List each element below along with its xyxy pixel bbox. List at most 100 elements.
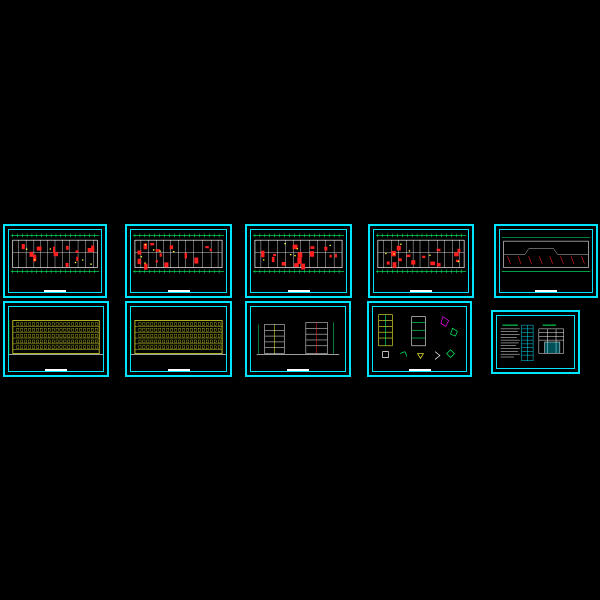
- column-fill: [144, 263, 148, 270]
- window: [154, 333, 158, 338]
- annotation-mark: [457, 260, 460, 263]
- column-fill: [76, 256, 79, 261]
- window: [217, 333, 221, 338]
- annotation-mark: [296, 247, 299, 250]
- sheet-details[interactable]: [367, 301, 472, 377]
- annotation-mark: [284, 242, 286, 245]
- window: [79, 333, 82, 338]
- window: [202, 333, 205, 338]
- column-fill: [271, 256, 275, 263]
- window: [83, 328, 86, 332]
- window: [146, 339, 150, 344]
- drain-slope: [538, 256, 543, 264]
- window: [44, 322, 47, 326]
- sheet-title-block: [5, 369, 107, 371]
- wall-detail: [411, 316, 426, 347]
- window: [178, 328, 181, 332]
- annotation-mark: [429, 254, 431, 257]
- column-fill: [205, 246, 209, 249]
- window: [178, 333, 181, 338]
- window: [202, 339, 205, 344]
- floor-plan-drawing: [132, 233, 225, 274]
- annotation-mark: [408, 250, 411, 252]
- window: [16, 328, 20, 332]
- window: [16, 345, 20, 349]
- window: [142, 333, 146, 338]
- column-fill: [169, 245, 174, 250]
- window: [87, 339, 90, 344]
- window: [194, 328, 197, 332]
- window: [217, 328, 221, 332]
- window: [71, 328, 74, 332]
- sheet-floor-plan-4[interactable]: [368, 224, 474, 298]
- column-fill: [455, 259, 460, 263]
- window: [214, 328, 217, 332]
- window: [186, 328, 189, 332]
- window: [36, 339, 39, 344]
- window: [138, 328, 142, 332]
- annotation-mark: [33, 259, 36, 261]
- sheet-floor-plan-2[interactable]: [125, 224, 232, 298]
- window: [63, 328, 67, 332]
- window: [210, 345, 213, 349]
- window: [71, 339, 74, 344]
- window: [44, 333, 47, 338]
- window: [48, 339, 51, 344]
- column-fill: [301, 263, 306, 270]
- column-fill: [406, 254, 411, 258]
- section-drawing: [256, 322, 340, 355]
- plan-linework: [375, 233, 467, 274]
- plan-outline: [377, 239, 465, 268]
- sheet-elevation-1[interactable]: [3, 301, 109, 377]
- sheet-notes[interactable]: [491, 310, 580, 374]
- column-fill: [392, 262, 397, 268]
- window: [59, 322, 63, 326]
- window: [162, 328, 165, 332]
- window: [210, 328, 213, 332]
- window: [48, 345, 51, 349]
- sheet-title-block: [369, 369, 470, 371]
- window: [210, 333, 213, 338]
- sheet-elevation-2[interactable]: [125, 301, 232, 377]
- sheet-section[interactable]: [245, 301, 351, 377]
- window: [190, 322, 193, 326]
- window: [51, 333, 55, 338]
- window: [40, 339, 43, 344]
- annotation-mark: [152, 249, 155, 251]
- sheet-roof-plan[interactable]: [494, 224, 598, 298]
- window: [170, 345, 173, 349]
- window: [214, 345, 217, 349]
- window: [40, 328, 43, 332]
- window: [154, 322, 158, 326]
- sheet-border: [373, 229, 469, 293]
- window: [59, 333, 63, 338]
- annotation-mark: [144, 243, 147, 246]
- plan-linework: [10, 233, 100, 274]
- window: [44, 328, 47, 332]
- node-details: [382, 316, 458, 360]
- column-fill: [137, 258, 141, 265]
- sheet-floor-plan-1[interactable]: [3, 224, 107, 298]
- window: [20, 339, 23, 344]
- sheet-title-block: [127, 290, 230, 292]
- column-fill: [422, 255, 426, 259]
- column-fill: [143, 243, 148, 250]
- drain-slope: [549, 256, 554, 264]
- window: [55, 339, 59, 344]
- annotation-mark: [329, 244, 332, 247]
- window: [178, 322, 181, 326]
- column-fill: [324, 246, 328, 251]
- column-fill: [273, 254, 277, 257]
- window: [178, 339, 181, 344]
- window: [182, 339, 185, 344]
- window: [51, 328, 55, 332]
- elevation-linework: [8, 320, 104, 355]
- drain-slope: [507, 256, 511, 264]
- window: [75, 322, 78, 326]
- sheet-floor-plan-3[interactable]: [245, 224, 352, 298]
- window: [217, 345, 221, 349]
- drain-slope: [528, 256, 532, 264]
- window: [194, 339, 197, 344]
- window: [142, 339, 146, 344]
- window: [217, 322, 221, 326]
